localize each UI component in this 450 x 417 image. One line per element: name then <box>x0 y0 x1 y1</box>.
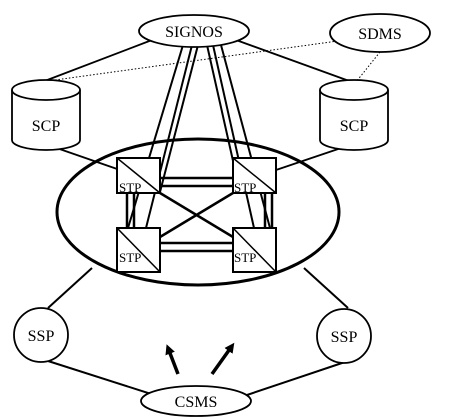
arrow-left-icon <box>165 344 180 375</box>
scp-left-label: SCP <box>32 118 61 135</box>
link-ssp-right-csms <box>231 360 349 401</box>
sdms-label: SDMS <box>358 26 402 43</box>
link-signos-scp-left <box>41 39 153 83</box>
stp-top-right: STP <box>232 157 277 195</box>
scp-right-label: SCP <box>340 118 369 135</box>
stp-bottom-right: STP <box>232 227 277 273</box>
link-network-ssp-right <box>303 267 349 309</box>
ssp-links <box>47 267 349 401</box>
scp-right-node: SCP <box>319 79 389 151</box>
ssp-right-label: SSP <box>331 329 358 346</box>
ssp-left-label: SSP <box>28 328 55 345</box>
stp-bottom-left: STP <box>116 227 161 273</box>
signos-node: SIGNOS <box>138 14 250 48</box>
arrow-right-icon <box>210 342 235 376</box>
signos-label: SIGNOS <box>165 24 223 41</box>
signos-scp-links <box>41 39 353 83</box>
stp-interconnects <box>125 176 274 253</box>
sdms-node: SDMS <box>329 13 431 53</box>
link-signos-scp-right <box>235 39 353 83</box>
signaling-network-ellipse <box>55 137 341 287</box>
ssp-left-node: SSP <box>13 307 69 363</box>
csms-arrows <box>165 342 235 376</box>
scp-stp-links <box>47 144 351 171</box>
signos-stp-links <box>127 44 271 229</box>
stp-top-right-label: STP <box>234 180 256 195</box>
scp-left-node: SCP <box>11 79 81 151</box>
stp-top-left: STP <box>116 157 161 195</box>
stp-top-left-label: STP <box>119 180 141 195</box>
link-network-ssp-left <box>47 267 93 309</box>
ssp-right-node: SSP <box>316 308 372 364</box>
csms-label: CSMS <box>175 394 218 411</box>
stp-bottom-left-label: STP <box>119 250 141 265</box>
csms-node: CSMS <box>140 385 252 417</box>
stp-bottom-right-label: STP <box>234 250 256 265</box>
